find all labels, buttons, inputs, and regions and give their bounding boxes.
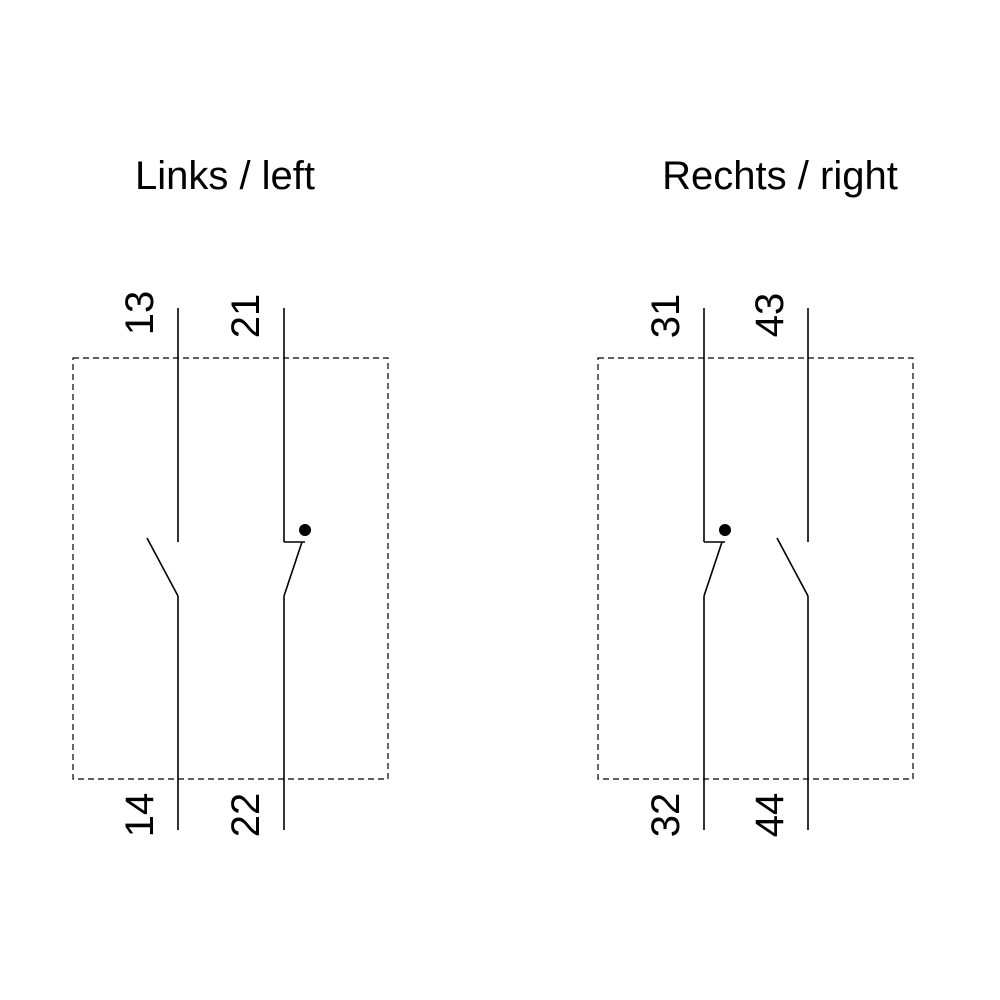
terminal-label-14: 14 xyxy=(118,793,162,838)
left-frame xyxy=(72,357,389,780)
terminal-label-44: 44 xyxy=(748,793,792,838)
switch-blade-43-44 xyxy=(776,537,809,597)
right-block: Rechts / right 31 32 43 44 xyxy=(597,154,914,838)
terminal-label-21: 21 xyxy=(224,294,268,339)
left-title: Links / left xyxy=(135,154,315,198)
terminal-label-43: 43 xyxy=(748,293,792,338)
contact-13-14 xyxy=(146,308,179,830)
contact-21-22 xyxy=(283,308,311,830)
terminal-label-22: 22 xyxy=(224,793,268,838)
right-title: Rechts / right xyxy=(662,154,898,198)
nc-contact-dot-21 xyxy=(299,524,311,536)
left-block: Links / left 13 14 21 22 xyxy=(72,154,389,838)
contact-43-44 xyxy=(776,308,809,830)
terminal-label-32: 32 xyxy=(644,793,688,838)
switch-blade-31-32 xyxy=(703,541,723,597)
terminal-label-13: 13 xyxy=(118,291,162,336)
switch-blade-21-22 xyxy=(283,541,303,597)
switch-blade-13-14 xyxy=(146,537,179,597)
terminal-label-31: 31 xyxy=(644,294,688,339)
nc-contact-dot-31 xyxy=(719,524,731,536)
right-frame xyxy=(597,357,914,780)
contact-31-32 xyxy=(703,308,731,830)
